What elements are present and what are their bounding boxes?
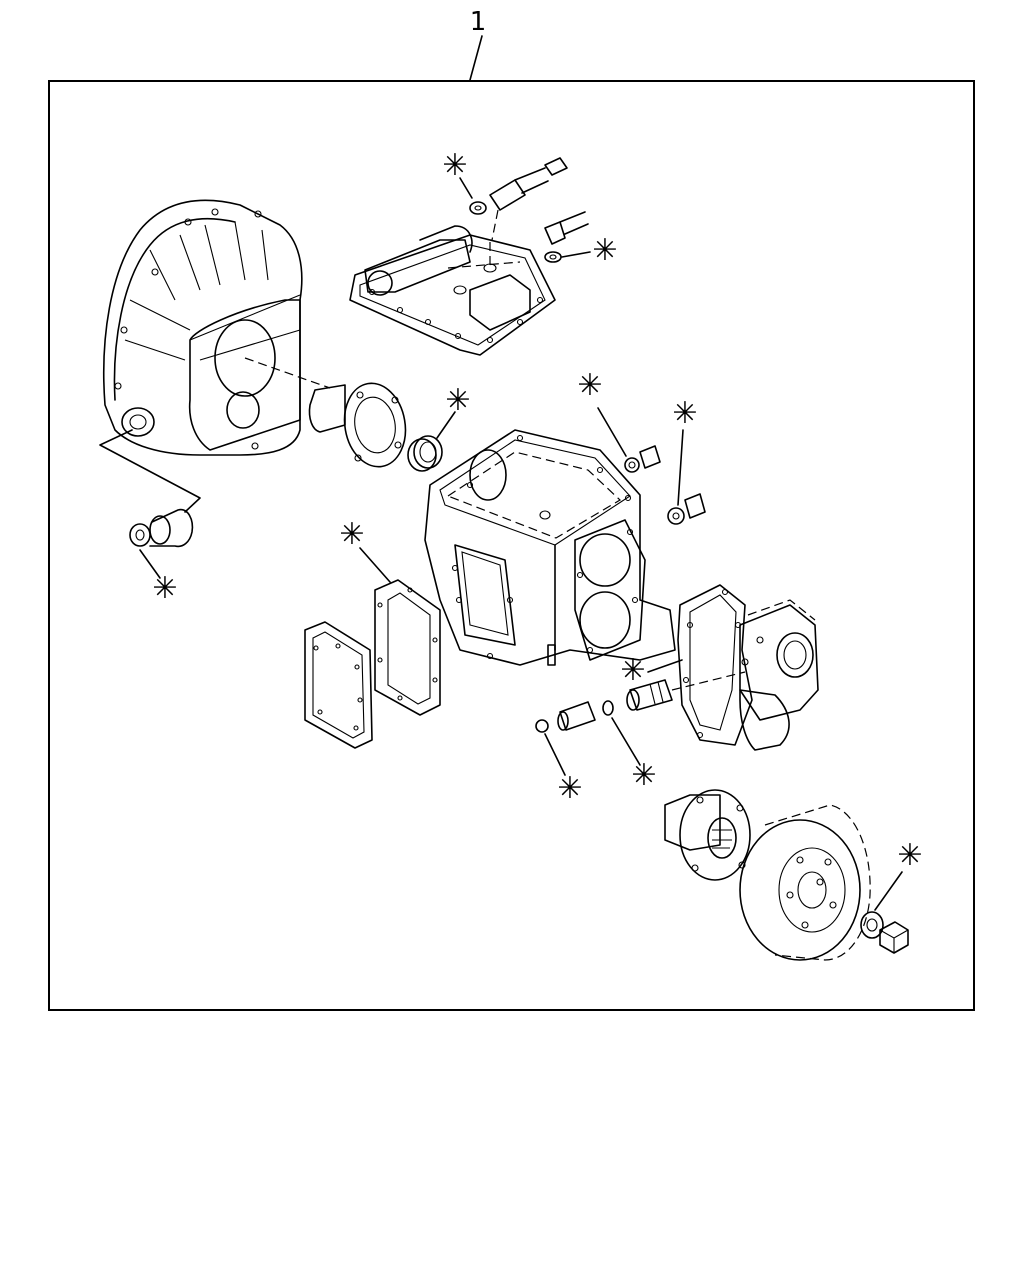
detent-plunger — [535, 701, 596, 776]
kit-marker-nut-washer: ✳ — [897, 838, 922, 873]
rear-extension-housing — [739, 599, 819, 751]
rear-gasket — [647, 584, 753, 746]
kit-marker-side-gasket: ✳ — [339, 517, 364, 552]
pilot-bushing — [129, 508, 194, 579]
kit-marker-filler-washer: ✳ — [577, 368, 602, 403]
flange-nut — [860, 871, 909, 954]
shift-cover — [349, 225, 556, 356]
kit-frame — [48, 80, 975, 1011]
bearing-retainer — [308, 382, 407, 468]
kit-marker-elbow-washer: ✳ — [592, 233, 617, 268]
transmission-case — [424, 429, 676, 666]
clutch-housing — [102, 199, 331, 456]
kit-marker-switch-washer: ✳ — [442, 148, 467, 183]
kit-marker-o-ring: ✳ — [631, 758, 656, 793]
kit-marker-plunger-seal: ✳ — [557, 771, 582, 806]
side-cover — [304, 621, 373, 749]
speedo-sleeve — [626, 671, 746, 711]
parking-brake-drum — [739, 804, 871, 961]
item-number-leader — [469, 35, 483, 81]
item-number-label: 1 — [470, 7, 487, 37]
kit-marker-rear-gasket: ✳ — [620, 653, 645, 688]
kit-marker-drain-washer: ✳ — [672, 396, 697, 431]
elbow-fitting — [544, 211, 591, 263]
kit-marker-bushing: ✳ — [152, 571, 177, 606]
side-cover-gasket — [359, 547, 441, 716]
retainer-oil-seal — [407, 411, 456, 472]
filler-plug — [597, 407, 661, 473]
companion-flange — [664, 789, 751, 881]
neutral-switch — [459, 157, 568, 241]
o-ring — [602, 700, 641, 766]
kit-marker-oil-seal: ✳ — [445, 383, 470, 418]
drain-plug — [667, 429, 706, 525]
bushing-leader — [99, 429, 201, 513]
